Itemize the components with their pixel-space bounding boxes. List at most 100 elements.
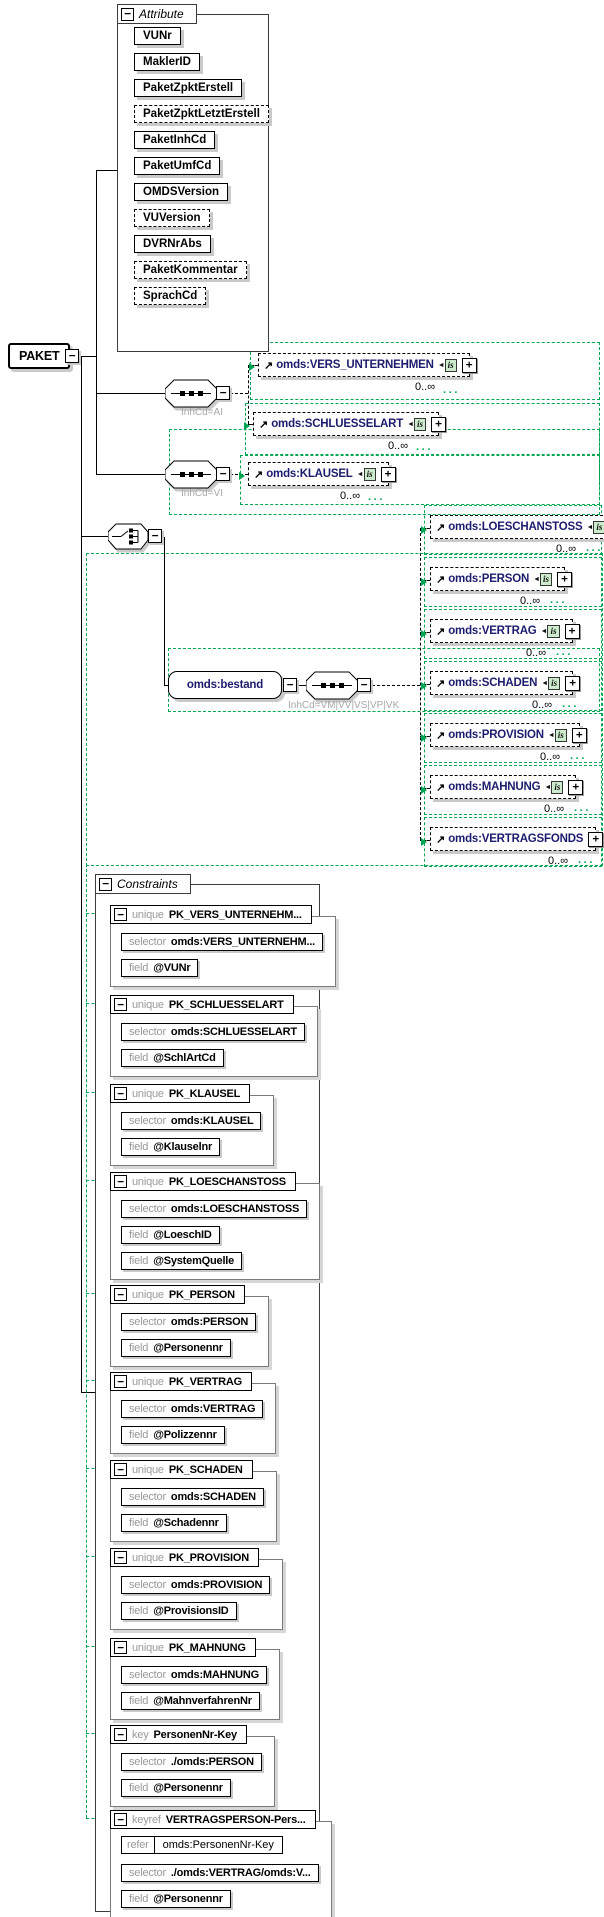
collapse-icon[interactable]: − [114,1728,127,1741]
expand-button[interactable]: + [431,416,447,432]
attribute-vuversion[interactable]: VUVersion [134,209,210,227]
attributes-section-header[interactable]: − Attribute [117,4,197,24]
attribute-vunr[interactable]: VUNr [134,27,181,45]
collapse-icon[interactable]: − [114,1463,127,1476]
attribute-paketzpktletzterstell[interactable]: PaketZpktLetztErstell [134,105,269,123]
constraint-field-row[interactable]: field @VUNr [121,959,199,977]
collapse-icon[interactable]: − [114,1087,127,1100]
constraint-selector-row[interactable]: selector omds:PERSON [121,1313,257,1331]
constraint-header[interactable]: − unique PK_MAHNUNG [110,1638,256,1657]
expand-button[interactable]: + [564,623,580,639]
badge-arrow-icon: ◄ [533,575,541,583]
collapse-button[interactable]: − [357,678,371,692]
constraint-field-row[interactable]: field @Personennr [121,1890,231,1908]
constraint-field-row[interactable]: field @Schadennr [121,1514,227,1532]
repeat-dots-icon: ··· [574,805,591,817]
collapse-icon[interactable]: − [114,1288,127,1301]
constraint-header[interactable]: − unique PK_VERS_UNTERNEHM... [110,905,312,924]
attribute-dvrnrabs[interactable]: DVRNrAbs [134,235,211,253]
constraint-selector-row[interactable]: selector omds:KLAUSEL [121,1112,262,1130]
constraint-header[interactable]: − unique PK_SCHLUESSELART [110,995,294,1014]
constraint-field-row[interactable]: field @LoeschID [121,1226,220,1244]
attribute-maklerid[interactable]: MaklerID [134,53,200,71]
expand-button[interactable]: + [380,466,396,482]
element-bestand[interactable]: omds:bestand [168,671,282,699]
constraint-selector-row[interactable]: selector omds:VERS_UNTERNEHM... [121,933,324,951]
sequence-icon[interactable] [306,671,359,700]
constraint-field-row[interactable]: field @Personennr [121,1779,231,1797]
constraint-selector-row[interactable]: selector omds:MAHNUNG [121,1666,267,1684]
collapse-icon[interactable]: − [114,998,127,1011]
constraints-section-header[interactable]: − Constraints [95,874,191,894]
expand-button[interactable]: + [571,727,587,743]
repeat-dots-icon: ··· [586,545,603,557]
collapse-button[interactable]: − [283,678,297,692]
constraint-header[interactable]: − unique PK_SCHADEN [110,1460,253,1479]
attribute-paketkommentar[interactable]: PaketKommentar [134,261,247,279]
attribute-paketumfcd[interactable]: PaketUmfCd [134,157,221,175]
collapse-icon[interactable]: − [114,1641,127,1654]
constraint-selector-row[interactable]: selector ./omds:VERTRAG/omds:V... [121,1864,319,1882]
element-loeschanstoss[interactable]: ↗ omds:LOESCHANSTOSS ◄is + [430,515,604,539]
element-label: PAKET [19,349,60,363]
collapse-icon[interactable]: − [121,7,134,21]
collapse-icon[interactable]: − [114,1813,127,1826]
constraint-header[interactable]: − unique PK_LOESCHANSTOSS [110,1172,296,1191]
constraint-header[interactable]: − keyref VERTRAGSPERSON-Pers... [110,1810,316,1829]
constraint-header[interactable]: − key PersonenNr-Key [110,1725,247,1744]
element-schluesselart[interactable]: ↗ omds:SCHLUESSELART ◄is + [253,412,447,436]
element-vers-unternehmen[interactable]: ↗ omds:VERS_UNTERNEHMEN ◄is + [258,353,477,377]
attribute-omdsversion[interactable]: OMDSVersion [134,183,229,201]
constraint-field-row[interactable]: field @Personennr [121,1339,231,1357]
constraint-field-row[interactable]: field @SystemQuelle [121,1252,243,1270]
expand-button[interactable]: + [557,571,573,587]
constraint-header[interactable]: − unique PK_VERTRAG [110,1372,253,1391]
row-value: @Klauselnr [153,1141,213,1153]
expand-button[interactable]: + [568,779,584,795]
collapse-icon[interactable]: − [99,877,112,891]
constraint-selector-row[interactable]: selector omds:VERTRAG [121,1400,264,1418]
constraint-field-row[interactable]: field @ProvisionsID [121,1602,237,1620]
expand-button[interactable]: + [588,831,604,847]
element-mahnung[interactable]: ↗ omds:MAHNUNG ◄is + [430,775,584,799]
constraint-selector-row[interactable]: selector omds:LOESCHANSTOSS [121,1200,308,1218]
element-vertragsfonds[interactable]: ↗ omds:VERTRAGSFONDS + [430,827,604,851]
collapse-icon[interactable]: − [114,1551,127,1564]
element-vertrag[interactable]: ↗ omds:VERTRAG ◄is + [430,619,580,643]
expand-button[interactable]: + [461,357,477,373]
collapse-icon[interactable]: − [114,1175,127,1188]
constraint-refer-row[interactable]: refer omds:PersonenNr-Key [121,1836,283,1854]
attribute-paketzpkterstell[interactable]: PaketZpktErstell [134,79,243,97]
element-provision[interactable]: ↗ omds:PROVISION ◄is + [430,723,587,747]
collapse-icon[interactable]: − [114,1375,127,1388]
constraint-header[interactable]: − unique PK_KLAUSEL [110,1084,251,1103]
sequence-icon[interactable] [165,379,218,408]
constraint-selector-row[interactable]: selector omds:SCHADEN [121,1488,264,1506]
collapse-button[interactable]: − [148,529,162,543]
constraint-selector-row[interactable]: selector ./omds:PERSON [121,1753,262,1771]
element-paket[interactable]: PAKET [8,343,71,369]
row-value: omds:VERTRAG [170,1403,256,1415]
element-person[interactable]: ↗ omds:PERSON ◄is + [430,567,573,591]
attribute-paketinhcd[interactable]: PaketInhCd [134,131,216,149]
constraint-selector-row[interactable]: selector omds:SCHLUESSELART [121,1023,305,1041]
collapse-icon[interactable]: − [114,908,127,921]
collapse-button[interactable]: − [65,349,79,363]
element-schaden[interactable]: ↗ omds:SCHADEN ◄is + [430,671,581,695]
constraint-field-row[interactable]: field @Klauselnr [121,1138,221,1156]
constraint-field-row[interactable]: field @Polizzennr [121,1426,225,1444]
constraint-selector-row[interactable]: selector omds:PROVISION [121,1576,271,1594]
collapse-button[interactable]: − [216,386,230,400]
attribute-sprachcd[interactable]: SprachCd [134,287,207,305]
identity-badge: ◄is [541,676,561,690]
element-label: omds:PERSON [448,573,530,585]
constraint-header[interactable]: − unique PK_PROVISION [110,1548,259,1567]
collapse-button[interactable]: − [216,467,230,481]
constraint-header[interactable]: − unique PK_PERSON [110,1285,245,1304]
sequence-icon[interactable] [165,460,218,489]
constraint-field-row[interactable]: field @SchlArtCd [121,1049,224,1067]
constraint-field-row[interactable]: field @MahnverfahrenNr [121,1692,260,1710]
expand-button[interactable]: + [565,675,581,691]
element-klausel[interactable]: ↗ omds:KLAUSEL ◄is + [248,462,396,486]
choice-icon[interactable] [108,523,149,550]
